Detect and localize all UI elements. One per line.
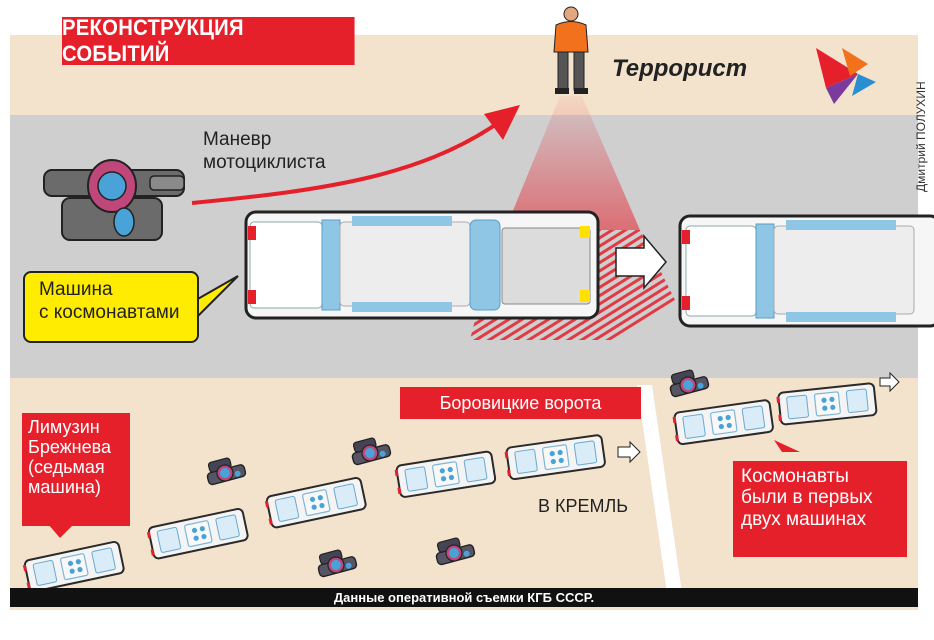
- gate-callout: Боровицкие ворота: [400, 387, 641, 419]
- title-banner: РЕКОНСТРУКЦИЯ СОБЫТИЙ: [62, 15, 355, 66]
- cosmonaut-car-callout: Машина с космонавтами: [23, 271, 199, 343]
- lead-car: [678, 214, 934, 328]
- kremlin-label: В КРЕМЛЬ: [538, 496, 629, 516]
- maneuver-line-2: мотоциклиста: [203, 152, 326, 174]
- cosmo-line-2: были в первых: [741, 487, 873, 509]
- cosmonaut-car: [244, 210, 600, 320]
- limo-line-3: (седьмая: [28, 457, 105, 478]
- footer-bar: Данные оперативной съемки КГБ СССР.: [10, 588, 918, 607]
- limo-line-4: машина): [28, 477, 101, 498]
- cosmo-line-3: двух машинах: [741, 508, 867, 530]
- cosmo-line-1: Космонавты: [741, 466, 849, 487]
- maneuver-line-1: Маневр: [203, 129, 272, 150]
- limo-line-1: Лимузин: [28, 417, 100, 437]
- terrorist-label: Террорист: [612, 55, 748, 82]
- author-credit: Дмитрий ПОЛУХИН: [914, 81, 928, 192]
- terrorist-figure: [553, 6, 589, 94]
- cosmonauts-callout: Космонавты были в первых двух машинах: [733, 461, 907, 557]
- bird-logo-icon: [816, 48, 876, 104]
- limo-line-2: Брежнева: [28, 437, 111, 458]
- car-line-2: с космонавтами: [39, 301, 180, 323]
- sidecar-motorcycle: [43, 159, 185, 241]
- car-line-1: Машина: [39, 279, 113, 300]
- maneuver-label: Маневр мотоциклиста: [203, 128, 326, 174]
- limo-callout: Лимузин Брежнева (седьмая машина): [22, 413, 130, 526]
